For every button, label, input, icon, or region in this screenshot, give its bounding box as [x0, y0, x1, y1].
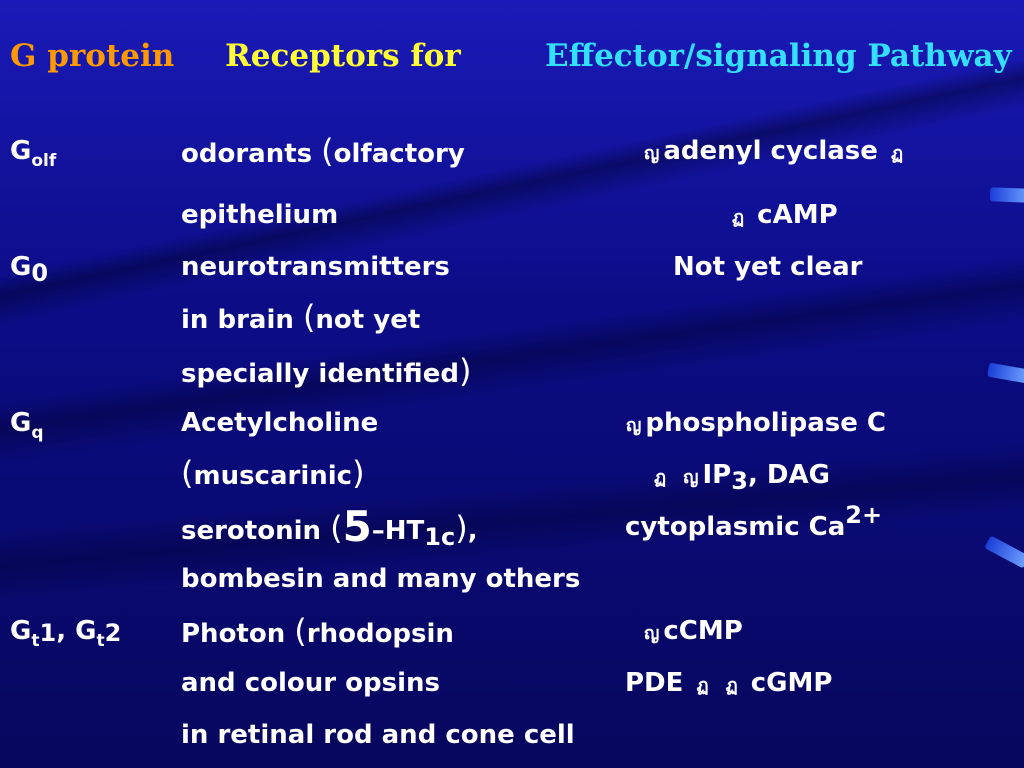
receptor-neurotransmitters: neurotransmitters — [181, 252, 450, 282]
decorative-stripe — [989, 187, 1024, 203]
header-g-protein: G protein — [10, 38, 175, 74]
receptor-photon: Photon (rhodopsin — [181, 612, 454, 650]
receptor-serotonin: serotonin (5–HT1c), — [181, 502, 478, 552]
receptor-acetylcholine: Acetylcholine — [181, 408, 379, 438]
effector-pde-cgmp: PDE ฏ ฏ cGMP — [625, 668, 833, 698]
effector-cytoplasmic-ca: cytoplasmic Ca2+ — [625, 501, 883, 542]
effector-not-yet-clear: Not yet clear — [673, 252, 863, 282]
g-protein-olf: Golf — [10, 136, 57, 171]
g-protein-0: G0 — [10, 252, 49, 287]
receptor-specially-identified: specially identified) — [181, 352, 472, 390]
g-protein-t: Gt1, Gt2 — [10, 616, 122, 651]
receptor-epithelium: epithelium — [181, 200, 339, 230]
effector-camp: ฏ cAMP — [732, 200, 838, 230]
header-receptors: Receptors for — [225, 38, 461, 74]
receptor-odorants: odorants (olfactory — [181, 132, 465, 170]
receptor-colour-opsins: and colour opsins — [181, 668, 440, 698]
g-protein-q: Gq — [10, 408, 44, 443]
receptor-muscarinic: (muscarinic) — [181, 454, 365, 492]
receptor-in-brain: in brain (not yet — [181, 298, 421, 336]
receptor-bombesin: bombesin and many others — [181, 564, 581, 594]
receptor-retinal-cells: in retinal rod and cone cell — [181, 720, 575, 750]
header-effector: Effector/signaling Pathway — [545, 38, 1012, 74]
